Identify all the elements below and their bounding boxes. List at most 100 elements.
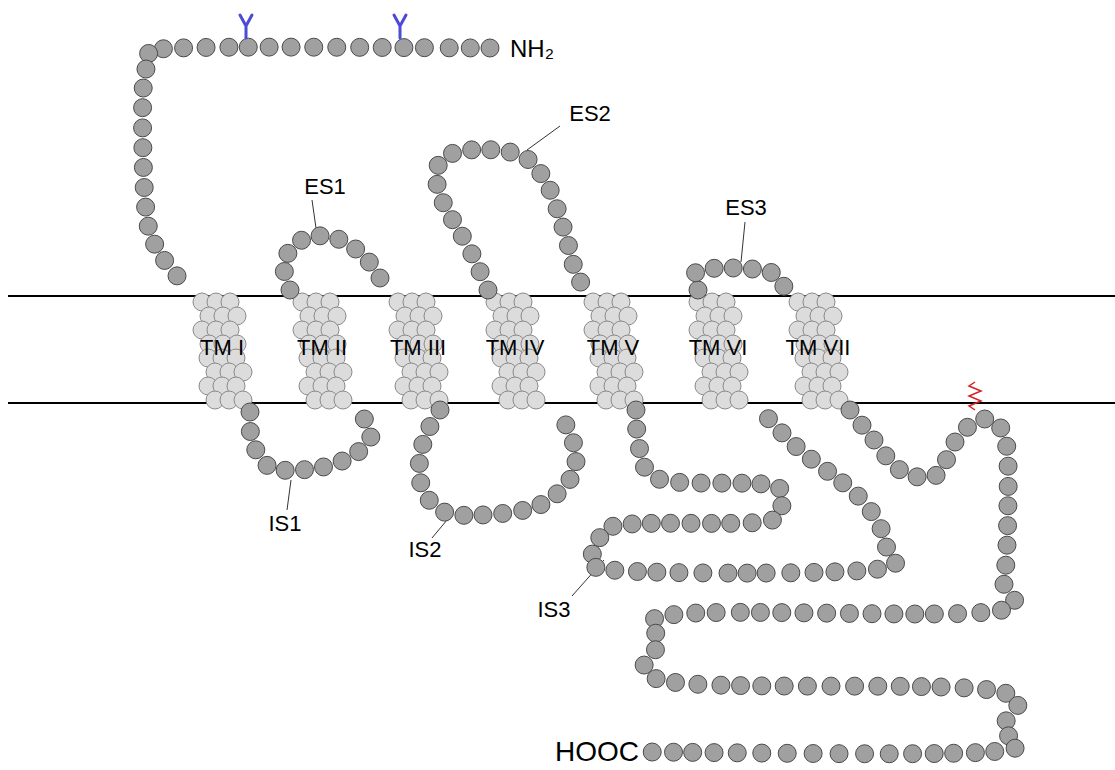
residue-bead [350,443,368,461]
terminus-label: HOOC [555,738,639,766]
residue-bead [455,506,473,524]
residue-bead [428,175,446,193]
residue-bead [647,624,665,642]
residue-bead [978,681,996,699]
residue-bead [891,677,909,695]
residue-bead [647,670,665,688]
residue-bead [373,38,391,56]
helix-cluster [193,293,252,409]
residue-bead [347,240,365,258]
residue-bead [958,418,976,436]
helix-cluster [689,293,748,409]
residue-bead [853,416,871,434]
residue-bead [168,267,186,285]
residue-bead [561,470,579,488]
residue-bead [986,742,1004,760]
residue-bead [415,39,433,57]
chain-segment [275,227,389,299]
residue-bead [444,144,462,162]
residue-bead [591,529,609,547]
residue-bead [305,38,323,56]
residue-bead [757,564,775,582]
chain-segment [134,38,499,285]
residue-bead [834,474,852,492]
residue-bead [753,677,771,695]
residue-bead [429,156,447,174]
residue-bead [134,79,152,97]
residue-bead [732,677,750,695]
residue-bead [763,511,781,529]
residue-bead [666,673,684,691]
residue-bead [311,227,329,245]
residue-bead [146,235,164,253]
residue-bead [247,441,265,459]
residue-bead [878,538,896,556]
residue-bead [627,401,645,419]
residue-bead [1009,696,1027,714]
residue-bead [314,458,332,476]
residue-bead [949,605,967,623]
residue-bead [134,119,152,137]
residue-bead [966,744,984,762]
residue-bead [707,604,725,622]
residue-bead [482,141,500,159]
terminus-label: NH₂ [510,37,554,61]
residue-bead [687,264,705,282]
residue-bead [787,438,805,456]
residue-bead [946,433,964,451]
residue-bead [782,564,800,582]
residue-bead [906,605,924,623]
residue-bead [362,428,380,446]
residue-bead [241,403,259,421]
lipid-anchor [969,382,981,410]
residue-bead [865,431,883,449]
residue-bead [137,60,155,78]
residue-bead [648,563,666,581]
residue-bead [479,281,497,299]
residue-bead [665,743,683,761]
residue-bead [682,514,700,532]
glycosylation-mark [240,15,252,38]
residue-bead [925,745,943,763]
residue-bead [818,604,836,622]
residue-bead [689,675,707,693]
residue-bead [713,474,731,492]
residue-bead [420,491,438,509]
residue-bead [371,269,389,287]
residue-bead [925,605,943,623]
membrane-line [8,402,1115,404]
residue-bead [684,743,702,761]
residue-bead [532,496,550,514]
residue-bead [134,139,152,157]
residue-bead [802,450,820,468]
residue-bead [999,497,1017,515]
glycosylation-mark [394,15,406,38]
helix-label: TM II [297,337,347,359]
residue-bead [156,251,174,269]
residue-bead [587,558,605,576]
residue-bead [519,150,537,168]
residue-bead [880,745,898,763]
residue-bead [328,38,346,56]
residue-bead [937,451,955,469]
leader-line [741,222,745,262]
residue-bead [877,447,895,465]
residue-bead [431,401,449,419]
residue-bead [846,677,864,695]
residue-bead [694,564,712,582]
residue-bead [197,38,215,56]
residue-bead [719,564,737,582]
residue-bead [275,262,293,280]
residue-bead [856,745,874,763]
residue-bead [840,604,858,622]
residue-bead [443,211,461,229]
residue-bead [773,604,791,622]
residue-bead [421,418,439,436]
residue-bead [670,564,688,582]
residue-bead [805,563,823,581]
residue-bead [559,237,577,255]
residue-bead [932,678,950,696]
residue-bead [863,605,881,623]
residue-bead [798,677,816,695]
